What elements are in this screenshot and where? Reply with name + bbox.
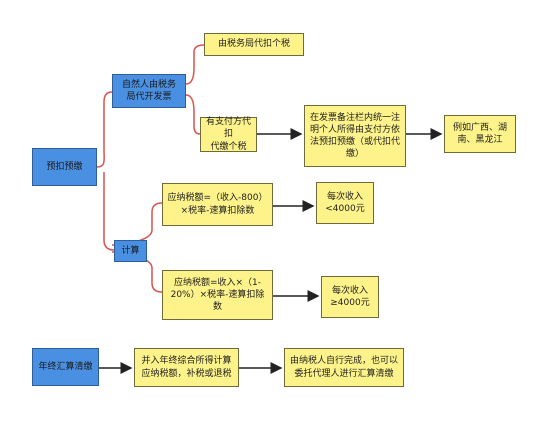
node-annual-self: 由纳税人自行完成，也可以 委托代理人进行汇算清缴 — [284, 348, 404, 387]
bracket-natural-person — [185, 44, 205, 135]
node-calc: 计算 — [114, 240, 147, 262]
node-remark-note: 在发票备注栏内统一注 明个人所得由支付方依 法预扣预缴（或代扣代 缴） — [304, 105, 406, 167]
bracket-prepay — [96, 91, 115, 251]
node-examples: 例如广西、湖 南、黑龙江 — [444, 115, 516, 153]
node-annual-merge: 并入年终综合所得计算 应纳税额，补税或退税 — [134, 348, 239, 387]
node-tax-bureau: 由税务局代扣个税 — [204, 33, 304, 56]
node-formula-2: 应纳税额=收入×（1- 20%）×税率-速算扣除 数 — [162, 270, 273, 320]
node-annual: 年终汇算清缴 — [32, 348, 99, 386]
node-prepay: 预扣预缴 — [32, 148, 97, 186]
node-payer-withhold: 有支付方代扣 代缴个税 — [200, 117, 257, 152]
node-natural-person: 自然人由税务 局代开发票 — [112, 74, 186, 108]
node-condition-1: 每次收入 <4000元 — [316, 182, 374, 224]
node-formula-1: 应纳税额=（收入-800） ×税率-速算扣除数 — [162, 183, 273, 226]
node-condition-2: 每次收入 ≥4000元 — [321, 276, 379, 318]
